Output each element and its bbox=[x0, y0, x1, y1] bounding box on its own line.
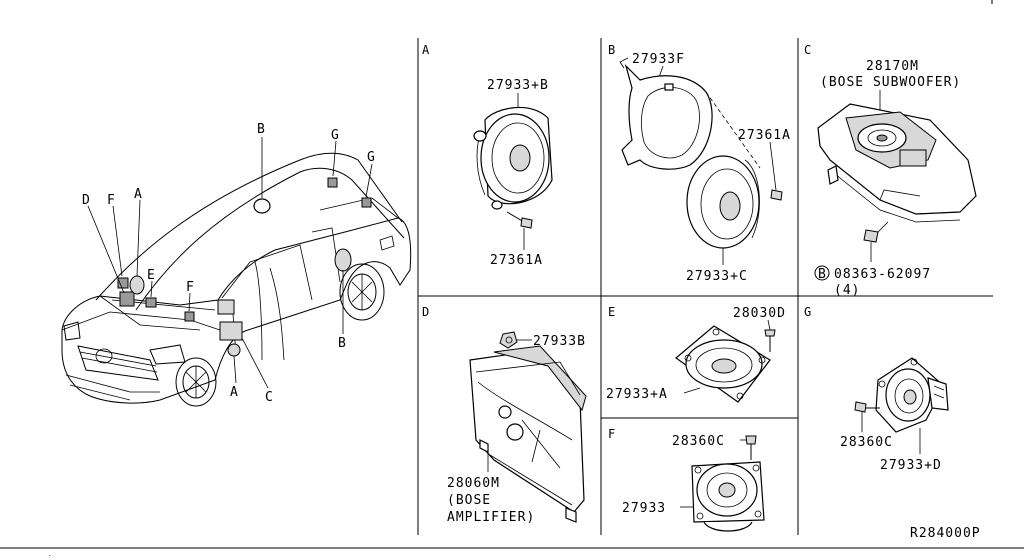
section-d: D 27933B 28060M (BOSE AMPLIFIER) bbox=[422, 305, 587, 525]
speaker-27933-a bbox=[675, 325, 771, 403]
label-27933-d: 27933+D bbox=[880, 458, 942, 473]
speaker-27933-b bbox=[473, 106, 553, 210]
callout-g-2: G bbox=[367, 150, 376, 165]
section-c: C 28170M (BOSE SUBWOOFER) B 08363-62097 … bbox=[804, 43, 977, 298]
section-a: A 27933+B 27361A bbox=[422, 43, 553, 268]
label-27361a-a: 27361A bbox=[490, 253, 543, 268]
label-28360c-g: 28360C bbox=[840, 435, 893, 450]
callout-e: E bbox=[147, 268, 156, 283]
callout-d: D bbox=[82, 193, 91, 208]
section-a-letter: A bbox=[422, 43, 430, 57]
label-amplifier: AMPLIFIER) bbox=[447, 510, 535, 525]
section-d-letter: D bbox=[422, 305, 429, 319]
subwoofer-28170m bbox=[817, 103, 977, 223]
dot-mark: . bbox=[48, 551, 53, 558]
amplifier-28060m bbox=[469, 345, 587, 523]
section-g: G 28360C 27933+D bbox=[804, 305, 949, 473]
label-qty-4: (4) bbox=[834, 283, 860, 298]
callout-f-2: F bbox=[186, 280, 195, 295]
section-e: E 28030D 27933+A bbox=[606, 305, 786, 403]
label-27933b: 27933B bbox=[533, 334, 586, 349]
label-28030d: 28030D bbox=[733, 306, 786, 321]
vehicle-callouts: B G G D F A E F A C B bbox=[82, 122, 376, 405]
section-f-letter: F bbox=[608, 427, 615, 441]
label-27933f: 27933F bbox=[632, 52, 685, 67]
section-c-letter: C bbox=[804, 43, 811, 57]
speaker-27933-f bbox=[691, 461, 765, 532]
speaker-27933-c bbox=[686, 155, 760, 249]
speaker-27933-d bbox=[875, 357, 949, 433]
label-08363-62097: 08363-62097 bbox=[834, 267, 931, 282]
callout-g-1: G bbox=[331, 128, 340, 143]
screw-27361a-a bbox=[506, 211, 533, 229]
label-bose: (BOSE bbox=[447, 493, 491, 508]
section-e-letter: E bbox=[608, 305, 615, 319]
label-bolt-marker-b: B bbox=[818, 267, 827, 282]
label-28170m: 28170M bbox=[866, 59, 919, 74]
label-27933-b: 27933+B bbox=[487, 78, 549, 93]
vehicle-illustration bbox=[61, 137, 412, 407]
callout-a-1: A bbox=[134, 187, 143, 202]
section-b-letter: B bbox=[608, 43, 615, 57]
label-27933-f: 27933 bbox=[622, 501, 666, 516]
section-g-letter: G bbox=[804, 305, 811, 319]
section-b: B 27933F 27361A 27933+C bbox=[608, 43, 791, 284]
callout-b-bottom: B bbox=[338, 336, 347, 351]
label-27361a-b: 27361A bbox=[738, 128, 791, 143]
section-f: F 28360C 27933 bbox=[608, 427, 765, 532]
label-28060m: 28060M bbox=[447, 476, 500, 491]
callout-f-1: F bbox=[107, 193, 116, 208]
label-bose-subwoofer: (BOSE SUBWOOFER) bbox=[820, 75, 961, 90]
callout-a-2: A bbox=[230, 385, 239, 400]
label-28360c-f: 28360C bbox=[672, 434, 725, 449]
callout-b-top: B bbox=[257, 122, 266, 137]
callout-c: C bbox=[265, 390, 274, 405]
diagram-code: R284000P bbox=[910, 526, 981, 541]
label-27933-a: 27933+A bbox=[606, 387, 668, 402]
bracket-27933f bbox=[619, 57, 713, 170]
label-27933-c: 27933+C bbox=[686, 269, 748, 284]
nut-27933b bbox=[499, 331, 518, 349]
